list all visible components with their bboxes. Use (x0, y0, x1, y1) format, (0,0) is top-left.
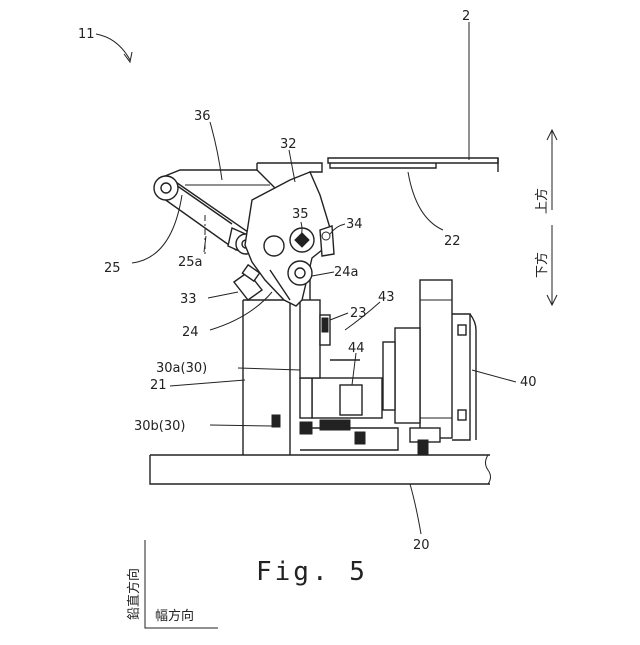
label-11: 11 (78, 27, 95, 42)
platform-22 (328, 158, 498, 172)
label-2: 2 (462, 9, 470, 24)
direction-up-label: 上方 (534, 188, 550, 214)
label-32: 32 (280, 137, 297, 152)
label-25a: 25a (178, 255, 203, 270)
label-25: 25 (104, 261, 121, 276)
label-24: 24 (182, 325, 199, 340)
stopper-34 (320, 226, 334, 256)
width-direction-label: 幅方向 (155, 608, 194, 624)
figure-caption: Fig. 5 (256, 557, 368, 587)
label-30a: 30a(30) (156, 361, 207, 376)
label-24a: 24a (334, 265, 359, 280)
column-21 (243, 300, 290, 455)
label-44: 44 (348, 341, 365, 356)
label-35: 35 (292, 207, 309, 222)
vertical-direction-label: 鉛直方向 (126, 568, 142, 620)
label-40: 40 (520, 375, 537, 390)
label-20: 20 (413, 538, 430, 553)
label-34: 34 (346, 217, 363, 232)
label-33: 33 (180, 292, 197, 307)
base-plate-20 (150, 455, 491, 484)
frame-40 (452, 314, 476, 440)
label-36: 36 (194, 109, 211, 124)
label-43: 43 (378, 290, 395, 305)
label-21: 21 (150, 378, 167, 393)
label-30b: 30b(30) (134, 419, 185, 434)
direction-down-label: 下方 (534, 252, 550, 278)
label-22: 22 (444, 234, 461, 249)
label-23: 23 (350, 306, 367, 321)
motor-block-44 (272, 300, 398, 450)
